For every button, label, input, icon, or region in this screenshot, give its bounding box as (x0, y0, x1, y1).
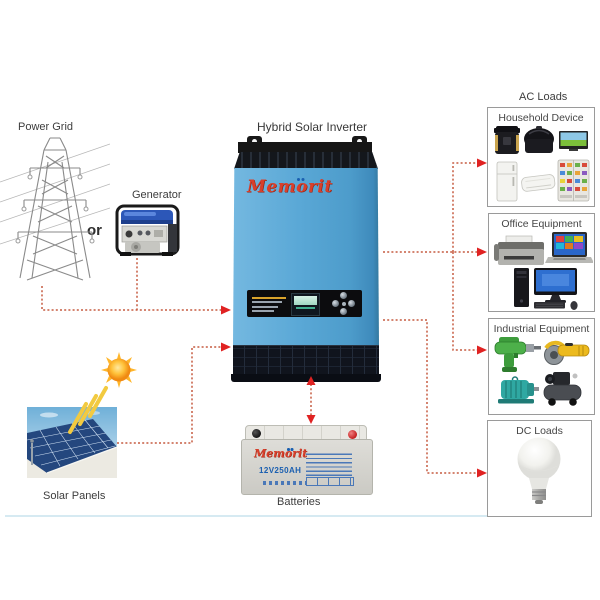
industrial-tools (494, 337, 590, 406)
air-conditioner-icon (521, 174, 556, 192)
ac-loads-header: AC Loads (519, 91, 568, 103)
mouse-icon (570, 301, 578, 310)
industrial-equipment-box: Industrial Equipment (488, 318, 595, 415)
dc-loads-box: DC Loads (487, 420, 592, 517)
transmission-tower-illustration (0, 137, 110, 281)
wire-grid-to-inverter (41, 286, 221, 311)
rice-cooker-icon (524, 126, 554, 153)
fax-printer-icon (494, 235, 544, 265)
wire-to-household (452, 162, 477, 252)
inverter-top-vents (234, 152, 378, 169)
solar-panels-photo (26, 407, 118, 478)
button-left (332, 300, 339, 307)
inverter-bottom-edge (231, 374, 381, 382)
power-grid-label: Power Grid (18, 121, 74, 133)
button-down (340, 308, 347, 315)
inverter-brand-logo: Memorit (247, 177, 333, 197)
refrigerator-icon (496, 161, 518, 202)
electric-drill-icon (494, 337, 541, 372)
button-center (341, 301, 346, 306)
household-device-label: Household Device (498, 112, 584, 124)
keyboard-icon (534, 302, 565, 309)
battery-capacity-text: 12V250AH (259, 466, 302, 475)
button-up (340, 292, 347, 299)
sun-icon (101, 352, 137, 388)
laptop-icon (545, 232, 593, 263)
batteries-label: Batteries (277, 496, 321, 508)
inverter-label: Hybrid Solar Inverter (257, 120, 368, 134)
television-icon (559, 131, 588, 151)
or-label: or (87, 222, 102, 239)
battery-spec-label (306, 452, 352, 476)
battery-spec-table (306, 477, 354, 486)
logo-umlaut-dots (287, 448, 290, 451)
inverter-control-panel (247, 290, 362, 317)
battery-small-print (263, 481, 307, 485)
household-device-box: Household Device (487, 107, 595, 207)
monitor-icon (534, 268, 577, 303)
solar-panel-array (26, 411, 118, 478)
panel-spec-text (252, 294, 286, 315)
lcd-display (291, 293, 320, 316)
office-devices (494, 232, 593, 310)
button-right (348, 300, 355, 307)
open-refrigerator-icon (557, 159, 590, 202)
household-appliances (494, 126, 590, 202)
industrial-equipment-label: Industrial Equipment (493, 323, 590, 335)
battery-negative-terminal (252, 429, 261, 438)
wire-inverter-to-dc-loads (383, 319, 477, 474)
battery-positive-terminal (348, 430, 357, 439)
pressure-cooker-icon (494, 126, 520, 154)
sun-rays (68, 386, 108, 434)
office-equipment-box: Office Equipment (488, 213, 595, 312)
logo-umlaut-dots (297, 178, 300, 181)
desktop-tower-icon (514, 268, 529, 307)
generator-label: Generator (132, 189, 182, 201)
dc-loads-label: DC Loads (516, 425, 563, 437)
dc-load-devices (517, 437, 561, 504)
inverter-bottom-grille (233, 345, 379, 375)
electric-motor-icon (498, 376, 539, 404)
angle-grinder-icon (544, 340, 590, 365)
wire-to-industrial (452, 252, 477, 351)
solar-panels-label: Solar Panels (43, 490, 106, 502)
control-buttons (332, 292, 355, 315)
inverter-mount-bracket (238, 142, 372, 153)
air-compressor-icon (543, 372, 582, 406)
generator-illustration (115, 204, 180, 256)
battery-brand-logo: Memorit (254, 447, 308, 460)
office-equipment-label: Office Equipment (501, 218, 582, 230)
led-bulb-icon (517, 437, 561, 504)
